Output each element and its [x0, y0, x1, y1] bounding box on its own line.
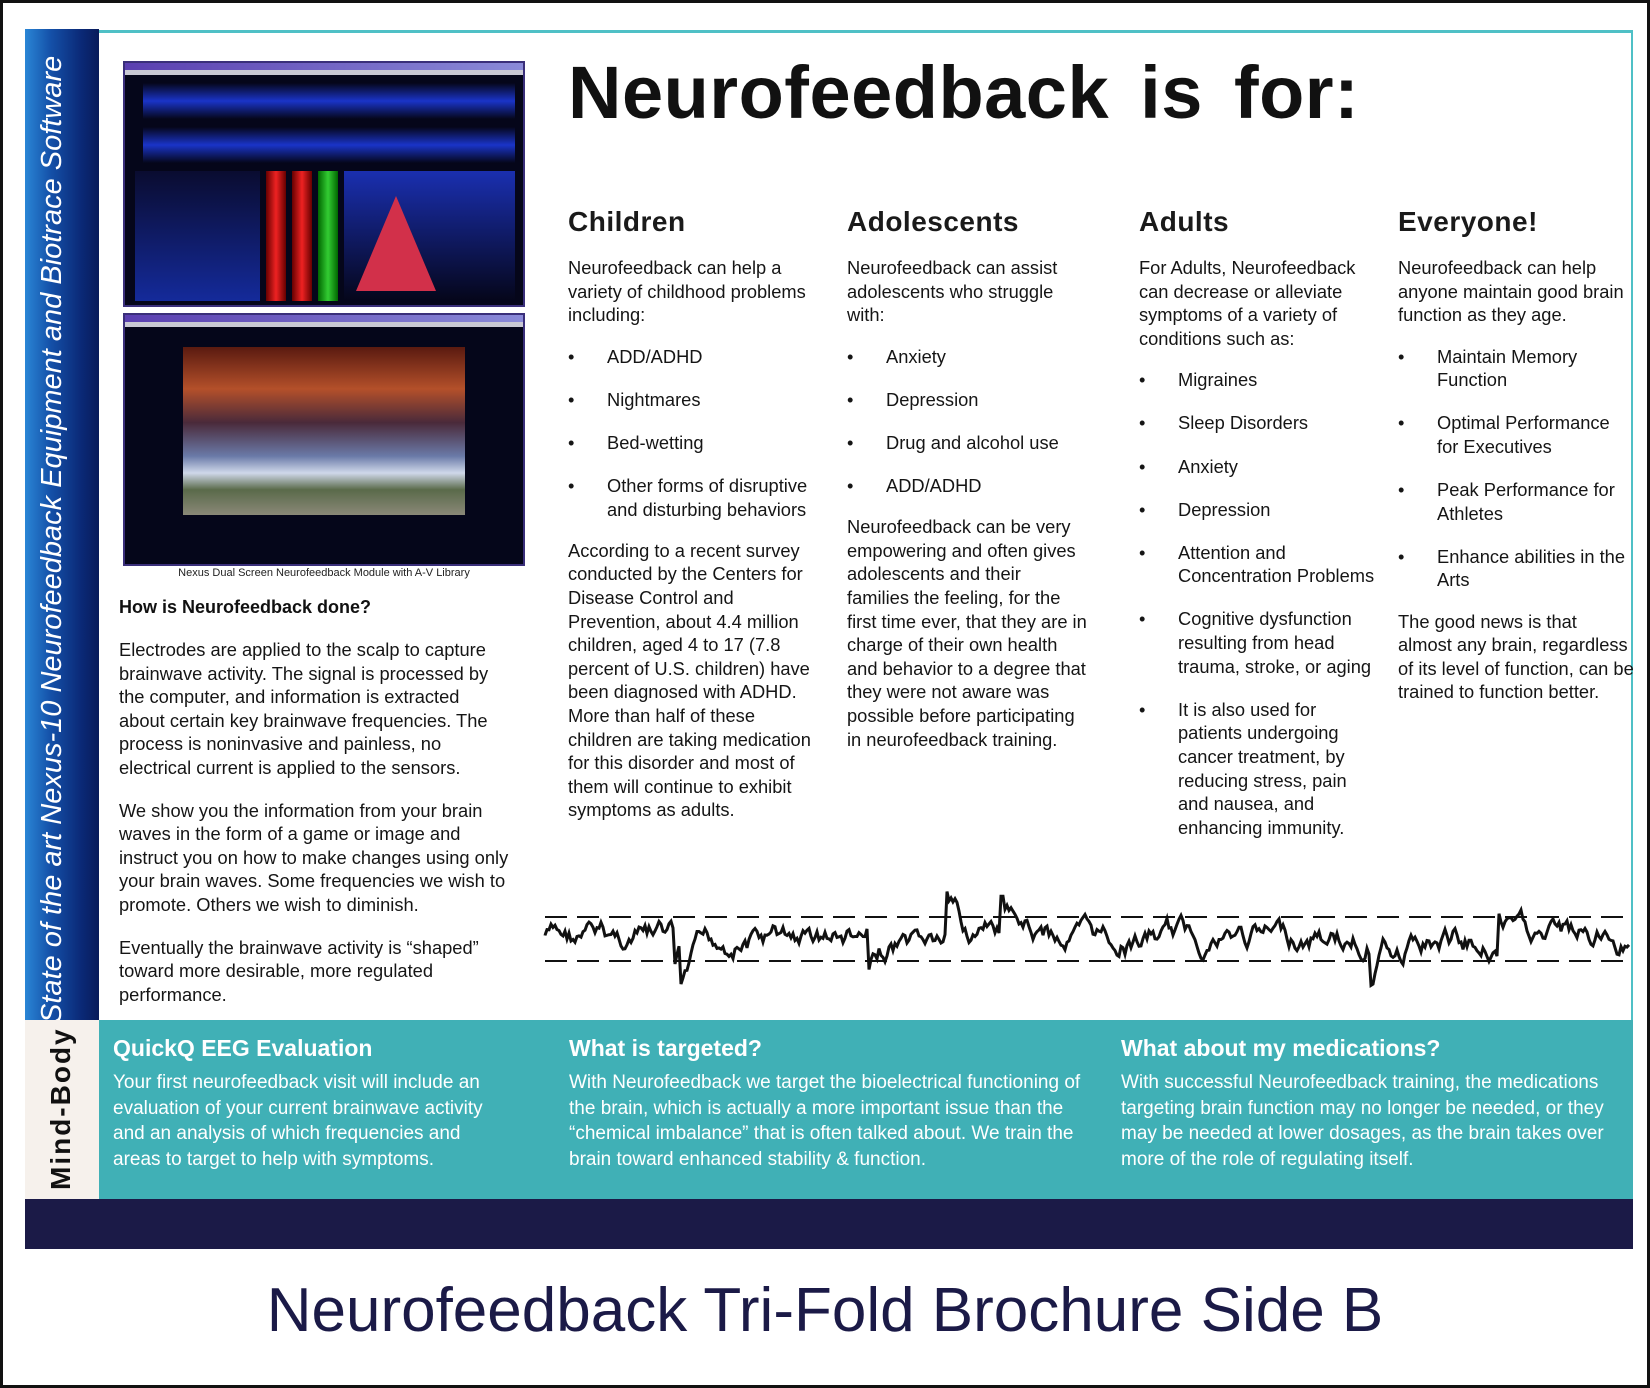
list-item: ADD/ADHD	[568, 345, 816, 369]
screenshot-caption: Nexus Dual Screen Neurofeedback Module w…	[178, 567, 470, 579]
biotrace-screenshot	[123, 61, 525, 307]
audience-column-adults: Adults For Adults, Neurofeedback can dec…	[1139, 206, 1377, 859]
column-intro: Neurofeedback can assist adolescents who…	[847, 257, 1058, 326]
quickq-section: QuickQ EEG Evaluation Your first neurofe…	[113, 1035, 513, 1172]
list-item: Peak Performance for Athletes	[1398, 478, 1634, 525]
column-heading: Everyone!	[1398, 206, 1538, 237]
column-outro: According to a recent survey conducted b…	[568, 539, 811, 821]
list-item: Anxiety	[1139, 455, 1377, 479]
list-item: Depression	[847, 388, 1087, 412]
column-list: ADD/ADHD NightmaresBed-wettingOther forms…	[568, 345, 816, 521]
list-item: Drug and alcohol use	[847, 431, 1087, 455]
list-item: Anxiety	[847, 345, 1087, 369]
list-item: Attention and Concentration Problems	[1139, 541, 1377, 588]
medications-text: With successful Neurofeedback training, …	[1121, 1072, 1604, 1170]
list-item: Enhance abilities in the Arts	[1398, 545, 1634, 592]
how-paragraph: Eventually the brainwave activity is “sh…	[119, 936, 479, 1005]
audience-column-adolescents: Adolescents Neurofeedback can assist ado…	[847, 206, 1087, 751]
list-item: Bed-wetting	[568, 431, 816, 455]
quickq-heading: QuickQ EEG Evaluation	[113, 1035, 373, 1061]
column-heading: Adolescents	[847, 206, 1019, 237]
column-outro: The good news is that almost any brain, …	[1398, 610, 1634, 703]
list-item: Sleep Disorders	[1139, 411, 1377, 435]
mind-body-label-box: Mind-Body	[25, 1020, 99, 1200]
targeted-heading: What is targeted?	[569, 1035, 762, 1061]
list-item: It is also used for patients undergoing …	[1139, 698, 1377, 840]
mind-body-label: Mind-Body	[45, 1027, 76, 1190]
column-heading: Children	[568, 206, 686, 237]
how-paragraph: Electrodes are applied to the scalp to c…	[119, 639, 489, 778]
main-headline: Neurofeedback is for:	[568, 51, 1360, 134]
column-list: MigrainesSleep DisordersAnxietyDepressio…	[1139, 368, 1377, 839]
list-item: Cognitive dysfunction resulting from hea…	[1139, 607, 1377, 678]
list-item: ADD/ADHD	[847, 474, 1087, 498]
targeted-section: What is targeted? With Neurofeedback we …	[569, 1035, 1084, 1172]
top-rule	[99, 30, 1633, 33]
column-intro: For Adults, Neurofeedback can decrease o…	[1139, 257, 1356, 349]
list-item: Nightmares	[568, 388, 816, 412]
column-list: Maintain Memory FunctionOptimal Performa…	[1398, 345, 1634, 592]
info-band	[99, 1020, 1633, 1200]
brainwave-graphic	[543, 891, 1631, 989]
list-item: Maintain Memory Function	[1398, 345, 1634, 392]
column-intro: Neurofeedback can help anyone maintain g…	[1398, 257, 1624, 326]
list-item: Migraines	[1139, 368, 1377, 392]
av-library-screenshot	[123, 313, 525, 566]
column-list: AnxietyDepressionDrug and alcohol useADD…	[847, 345, 1087, 498]
column-outro: Neurofeedback can be very empowering and…	[847, 516, 1087, 750]
list-item: Optimal Performance for Executives	[1398, 411, 1634, 458]
audience-column-children: Children Neurofeedback can help a variet…	[568, 206, 816, 822]
banner-title: State of the art Nexus-10 Neurofeedback …	[36, 55, 68, 1023]
vertical-banner: State of the art Nexus-10 Neurofeedback …	[25, 29, 99, 1023]
how-paragraph: We show you the information from your br…	[119, 799, 509, 915]
medications-section: What about my medications? With successf…	[1121, 1035, 1626, 1172]
column-heading: Adults	[1139, 206, 1230, 237]
list-item: Other forms of disruptive and disturbing…	[568, 474, 816, 521]
medications-heading: What about my medications?	[1121, 1035, 1441, 1061]
targeted-text: With Neurofeedback we target the bioelec…	[569, 1072, 1081, 1170]
navy-band	[25, 1199, 1633, 1249]
column-intro: Neurofeedback can help a variety of chil…	[568, 257, 806, 326]
footer-title: Neurofeedback Tri-Fold Brochure Side B	[266, 1276, 1384, 1345]
quickq-text: Your first neurofeedback visit will incl…	[113, 1072, 483, 1170]
how-section: How is Neurofeedback done? Electrodes ar…	[119, 597, 509, 1006]
brainwave-trace	[543, 891, 1631, 989]
desert-sunset-image	[183, 347, 465, 515]
audience-column-everyone: Everyone! Neurofeedback can help anyone …	[1398, 206, 1634, 704]
list-item: Depression	[1139, 498, 1377, 522]
how-heading: How is Neurofeedback done?	[119, 597, 372, 617]
